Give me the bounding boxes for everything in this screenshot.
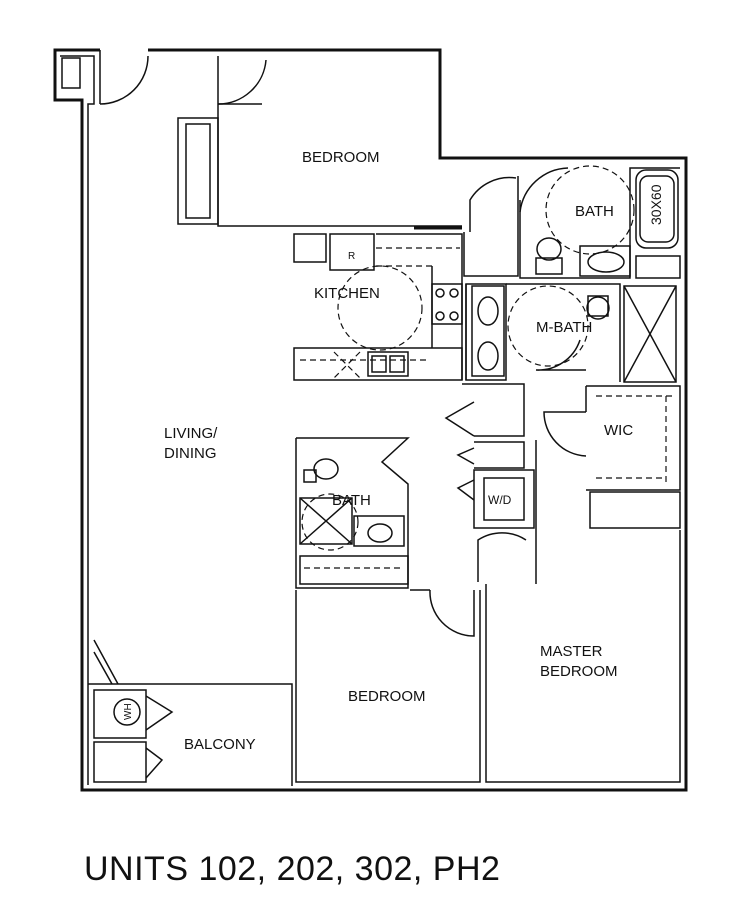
living-label-1: LIVING/ — [164, 425, 218, 442]
bath-top: BATH 30X60 — [463, 165, 681, 279]
balcony: WH BALCONY — [88, 683, 293, 786]
mbath-label: M-BATH — [536, 319, 592, 336]
master-label-1: MASTER — [540, 643, 603, 660]
wic-label: WIC — [604, 422, 633, 439]
entry-door — [99, 50, 149, 105]
bath-middle-label: BATH — [332, 492, 371, 509]
kitchen-label: KITCHEN — [314, 285, 380, 302]
units-caption: UNITS 102, 202, 302, PH2 — [84, 850, 501, 888]
walk-in-closet: WIC — [543, 385, 681, 529]
master-label-2: BEDROOM — [540, 663, 618, 680]
living-dining: LIVING/ DINING — [93, 425, 218, 685]
bedroom-top-label: BEDROOM — [302, 149, 380, 166]
wd-label: W/D — [488, 493, 512, 507]
bedroom-bottom: BEDROOM — [295, 589, 481, 783]
master-bath: M-BATH — [471, 283, 677, 383]
fridge-label: R — [348, 251, 355, 262]
master-bedroom: MASTER BEDROOM — [485, 440, 681, 783]
kitchen: R KITCHEN — [293, 233, 507, 381]
tub-size-label: 30X60 — [648, 184, 664, 225]
wh-label: WH — [123, 703, 134, 720]
bedroom-top: BEDROOM — [177, 56, 462, 230]
bath-top-label: BATH — [575, 203, 614, 220]
bath-middle: BATH — [295, 437, 410, 589]
balcony-label: BALCONY — [184, 736, 256, 753]
exterior-walls — [53, 48, 688, 792]
bedroom-bottom-label: BEDROOM — [348, 688, 426, 705]
hall-closets: W/D — [444, 383, 535, 582]
living-label-2: DINING — [164, 445, 217, 462]
